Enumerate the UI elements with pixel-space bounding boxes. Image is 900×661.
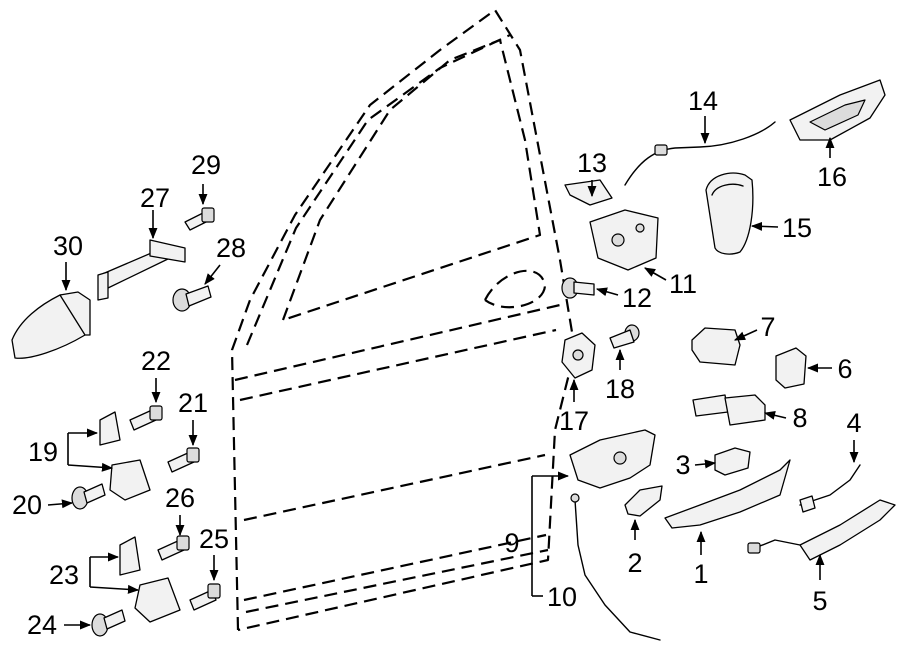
outside-handle-part: [664, 459, 791, 529]
callout-leaders: [47, 116, 859, 630]
callout-labels: 1 2 3 4 5 6 7 8 9 10 11 12 13 14 15 16 1…: [12, 86, 862, 640]
cap-7-part: [691, 327, 741, 366]
bolt-25-part: [189, 583, 221, 611]
cap-6-part: [775, 347, 807, 389]
callout-24: 24: [27, 610, 57, 640]
callout-7: 7: [760, 312, 775, 342]
callout-23: 23: [49, 560, 79, 590]
callout-16: 16: [817, 162, 847, 192]
callout-3: 3: [675, 450, 690, 480]
callout-10: 10: [547, 582, 577, 612]
rod-10-part: [570, 493, 661, 641]
cover-3-part: [714, 447, 751, 476]
handle-sensor-part: [747, 499, 896, 561]
bolt-29-part: [184, 207, 215, 231]
callout-29: 29: [191, 150, 221, 180]
callout-17: 17: [559, 406, 589, 436]
callout-6: 6: [837, 354, 852, 384]
mirror-cover-part: [11, 291, 91, 359]
callout-1: 1: [693, 559, 708, 589]
upper-hinge-part: [99, 411, 151, 501]
callout-4: 4: [846, 408, 861, 438]
door-check-part: [97, 239, 186, 301]
inside-handle-part: [789, 79, 886, 141]
callout-2: 2: [627, 548, 642, 578]
callout-9: 9: [504, 528, 519, 558]
striker-part: [561, 332, 596, 379]
door-shell: [230, 8, 577, 632]
callout-21: 21: [178, 388, 208, 418]
callout-13: 13: [577, 148, 607, 178]
callout-28: 28: [216, 233, 246, 263]
bolt-20-part: [71, 483, 106, 510]
screw-12-part: [561, 277, 595, 299]
callout-14: 14: [688, 86, 718, 116]
callout-26: 26: [165, 483, 195, 513]
bolt-21-part: [167, 447, 200, 473]
callout-30: 30: [53, 231, 83, 261]
lower-hinge-part: [119, 536, 181, 623]
callout-5: 5: [812, 586, 827, 616]
callout-8: 8: [792, 403, 807, 433]
inside-cable-part: [624, 121, 776, 186]
callout-19: 19: [28, 437, 58, 467]
bolt-22-part: [129, 405, 163, 431]
callout-20: 20: [12, 490, 42, 520]
bolt-26-part: [157, 535, 190, 561]
cable-4-part: [799, 464, 861, 513]
bolt-28-part: [172, 285, 212, 312]
callout-12: 12: [622, 283, 652, 313]
callout-22: 22: [141, 346, 171, 376]
bracket-13-part: [564, 179, 613, 206]
bolt-24-part: [91, 609, 126, 637]
callout-27: 27: [140, 183, 170, 213]
lock-cylinder-part: [692, 394, 766, 426]
door-latch-part: [589, 209, 659, 271]
callout-11: 11: [669, 269, 697, 299]
trim-pad-part: [705, 172, 754, 255]
bolt-18-part: [609, 324, 640, 349]
callout-18: 18: [605, 374, 635, 404]
handle-carrier-part: [569, 429, 656, 489]
gasket-2-part: [624, 485, 663, 517]
callout-25: 25: [199, 524, 229, 554]
callout-15: 15: [782, 213, 812, 243]
